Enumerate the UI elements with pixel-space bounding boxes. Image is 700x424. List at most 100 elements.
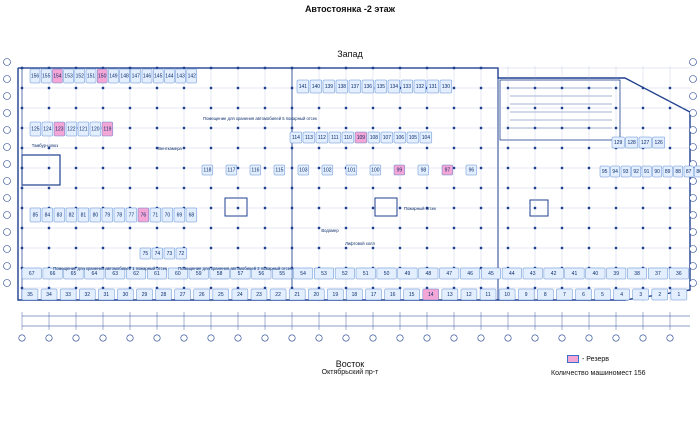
column [317, 106, 321, 110]
column [506, 166, 510, 170]
column [641, 106, 645, 110]
parking-spot-number: 140 [312, 84, 321, 90]
parking-spot-number: 43 [530, 271, 536, 277]
column [398, 206, 402, 210]
parking-spot [137, 207, 150, 223]
column [182, 286, 186, 290]
column [506, 246, 510, 250]
column [74, 86, 78, 90]
parking-spot-number: 134 [390, 84, 399, 90]
grid-bubble [369, 334, 377, 342]
column [614, 186, 618, 190]
parking-spot-number: 130 [442, 84, 451, 90]
column [425, 286, 429, 290]
parking-spot-number: 137 [351, 84, 360, 90]
column [371, 246, 375, 250]
column [506, 86, 510, 90]
column [560, 146, 564, 150]
parking-spot [367, 131, 381, 144]
column [560, 126, 564, 130]
parking-spot [63, 68, 74, 84]
column [128, 166, 132, 170]
parking-spot [694, 165, 700, 178]
column [47, 166, 51, 170]
parking-spot-number: 3 [639, 292, 642, 298]
parking-spot [186, 68, 198, 84]
column [128, 186, 132, 190]
parking-spot-number: 68 [189, 212, 195, 218]
room-label: Венткамера [158, 146, 182, 151]
parking-spot-number: 88 [675, 169, 681, 175]
direction-east-label: Восток [335, 359, 365, 369]
column [533, 126, 537, 130]
column [425, 186, 429, 190]
parking-spot [101, 207, 114, 223]
parking-spot-number: 53 [321, 271, 327, 277]
parking-spot [117, 288, 134, 301]
column [641, 286, 645, 290]
column [263, 186, 267, 190]
parking-spot [369, 164, 382, 176]
column [128, 246, 132, 250]
column [101, 166, 105, 170]
parking-spot-number: 81 [81, 212, 87, 218]
column [236, 126, 240, 130]
parking-spot-number: 139 [325, 84, 334, 90]
parking-spot [250, 288, 268, 301]
parking-spot-number: 113 [305, 135, 313, 141]
parking-spot-number: 136 [364, 84, 373, 90]
column [533, 226, 537, 230]
parking-spot-number: 8 [544, 292, 547, 298]
column [74, 226, 78, 230]
grid-bubble [153, 334, 161, 342]
grid-bubble [288, 334, 296, 342]
column [614, 86, 618, 90]
parking-spot [518, 288, 535, 301]
parking-spot-number: 109 [357, 135, 366, 141]
parking-spot [273, 164, 286, 176]
parking-spot-number: 105 [409, 135, 418, 141]
column [533, 186, 537, 190]
grid-bubble [3, 58, 11, 66]
grid-bubble [689, 75, 697, 83]
parking-spot [98, 288, 115, 301]
grid-bubble [477, 334, 485, 342]
parking-spot-number: 45 [488, 271, 494, 277]
parking-spot-number: 103 [299, 167, 308, 173]
column [155, 186, 159, 190]
parking-spot [406, 131, 420, 144]
grid-bubble [342, 334, 350, 342]
parking-spot-number: 145 [154, 73, 163, 79]
parking-spot [441, 288, 459, 301]
parking-spot-number: 91 [644, 169, 650, 175]
parking-spot-number: 146 [143, 73, 152, 79]
parking-spot [125, 207, 138, 223]
parking-spot-number: 52 [342, 271, 348, 277]
column [236, 186, 240, 190]
column [263, 126, 267, 130]
parking-spot [346, 288, 363, 301]
column [533, 286, 537, 290]
column [398, 146, 402, 150]
parking-spot [225, 164, 238, 176]
parking-spot [101, 121, 114, 137]
grid-bubble [558, 334, 566, 342]
parking-spot-number: 143 [176, 73, 185, 79]
parking-spot-number: 67 [29, 271, 35, 277]
column [506, 106, 510, 110]
column [290, 266, 294, 270]
stair-core [374, 197, 398, 217]
column [479, 226, 483, 230]
parking-spot [89, 207, 102, 223]
column [425, 66, 429, 70]
parking-spot [422, 288, 439, 301]
column [47, 186, 51, 190]
parking-spot-number: 64 [92, 271, 98, 277]
parking-spot [348, 79, 362, 94]
parking-spot [481, 267, 501, 280]
column [263, 106, 267, 110]
parking-spot-number: 48 [426, 271, 432, 277]
column [560, 286, 564, 290]
grid-bubble [3, 279, 11, 287]
